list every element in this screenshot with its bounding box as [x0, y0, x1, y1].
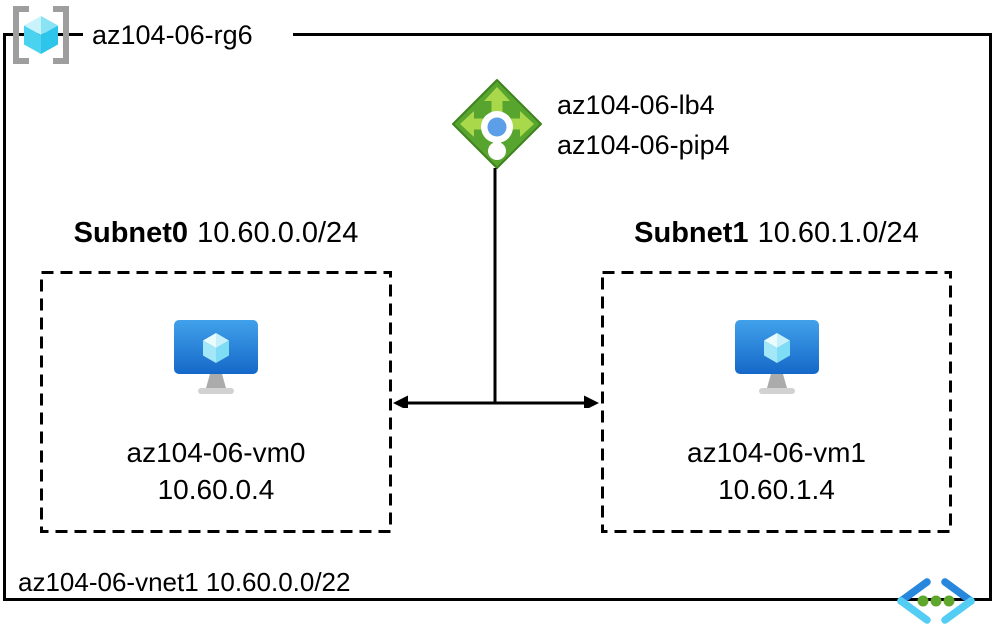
arrowhead-right-icon — [584, 395, 599, 408]
vm0-label: az104-06-vm0 10.60.0.4 — [40, 434, 392, 508]
subnet0-name: Subnet0 — [73, 217, 189, 249]
virtual-machine-icon — [174, 320, 258, 394]
vm0-name: az104-06-vm0 — [126, 437, 306, 468]
resource-group-icon — [13, 6, 69, 64]
subnet1-box — [601, 271, 952, 533]
vm0-ip: 10.60.0.4 — [157, 474, 275, 505]
arrowhead-left-icon — [393, 395, 408, 408]
lb-connector — [393, 168, 599, 408]
vnet-label: az104-06-vnet1 10.60.0.0/22 — [18, 567, 351, 597]
virtual-machine-icon — [735, 320, 819, 394]
public-ip-name: az104-06-pip4 — [557, 130, 730, 160]
vm1-label: az104-06-vm1 10.60.1.4 — [601, 434, 952, 508]
resource-group-box — [3, 33, 992, 601]
vm1-name: az104-06-vm1 — [687, 437, 866, 468]
load-balancer-name: az104-06-lb4 — [557, 90, 715, 120]
subnet0-cidr: 10.60.0.0/24 — [197, 217, 359, 249]
resource-group-label: az104-06-rg6 — [83, 15, 293, 55]
vm1-ip: 10.60.1.4 — [718, 474, 835, 505]
subnet1-cidr: 10.60.1.0/24 — [757, 217, 919, 249]
load-balancer-labels: az104-06-lb4 az104-06-pip4 — [557, 85, 730, 165]
load-balancer-icon — [452, 79, 542, 169]
subnet1-name: Subnet1 — [634, 217, 749, 249]
subnet0-box — [40, 271, 392, 533]
virtual-network-icon — [897, 578, 975, 624]
